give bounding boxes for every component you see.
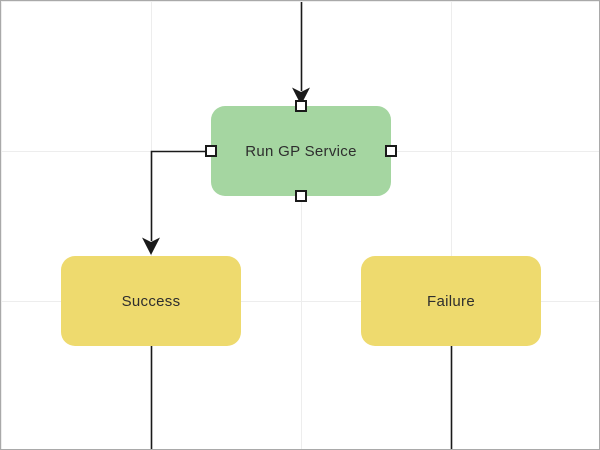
connection-handle-right-icon[interactable] [385,145,397,157]
connection-handle-top-icon[interactable] [295,100,307,112]
node-success[interactable]: Success [61,256,241,346]
connection-handle-bottom-icon[interactable] [295,190,307,202]
connector-run-gp-service-to-success[interactable] [142,150,206,256]
connector-line[interactable] [150,150,206,242]
node-failure-label: Failure [427,292,475,310]
node-failure[interactable]: Failure [361,256,541,346]
node-success-label: Success [121,292,181,310]
node-run-gp-service[interactable]: Run GP Service [205,100,397,202]
connection-handle-left-icon[interactable] [205,145,217,157]
node-run-gp-service-label: Run GP Service [245,142,357,160]
connector-top-into-run-gp-service[interactable] [292,2,310,105]
arrowhead-icon [142,237,160,255]
